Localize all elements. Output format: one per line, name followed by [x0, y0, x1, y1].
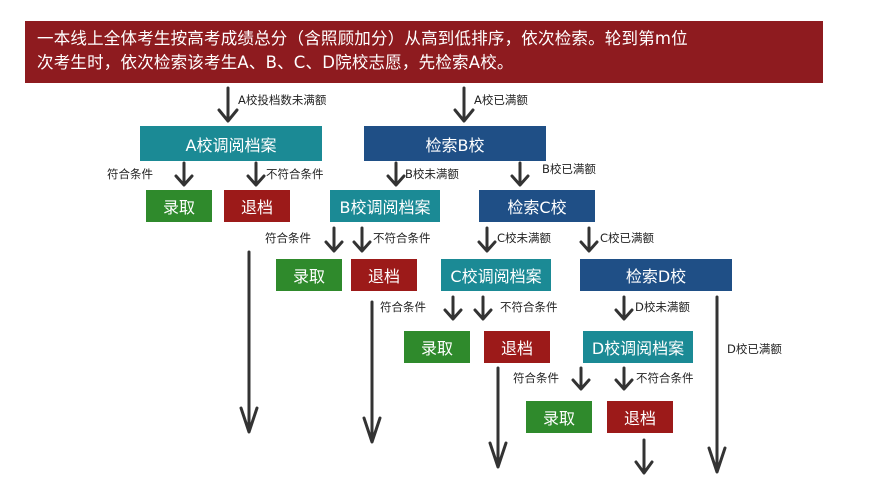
- arrow-b-reject: [352, 226, 372, 253]
- label-b-not-full: B校未满额: [405, 167, 459, 181]
- d-reject-box: 退档: [607, 401, 673, 433]
- arrow-d-review: [614, 295, 634, 321]
- c-reject-box: 退档: [484, 331, 550, 363]
- label-c-full: C校已满额: [600, 231, 655, 245]
- arrow-a-reject: [246, 161, 266, 187]
- search-d-box: 检索D校: [580, 259, 732, 291]
- a-admit-box: 录取: [146, 190, 212, 222]
- arrow-to-a-review: [217, 86, 239, 123]
- banner-line-1: 一本线上全体考生按高考成绩总分（含照顾加分）从高到低排序，依次检索。轮到第m位: [37, 29, 688, 48]
- arrow-c-review: [477, 226, 497, 253]
- b-review-box: B校调阅档案: [330, 190, 440, 222]
- label-d-not-qualify: 不符合条件: [636, 371, 694, 385]
- label-a-not-qualify: 不符合条件: [266, 167, 324, 181]
- arrow-short-end: [634, 438, 654, 475]
- arrow-search-c: [510, 161, 530, 187]
- arrow-a-admit: [174, 161, 194, 187]
- arrow-d-reject: [614, 366, 634, 391]
- label-b-qualify: 符合条件: [265, 231, 311, 245]
- c-review-box: C校调阅档案: [441, 259, 551, 291]
- d-admit-box: 录取: [526, 401, 592, 433]
- banner-line-2: 次考生时，依次检索该考生A、B、C、D院校志愿，先检索A校。: [37, 53, 514, 72]
- label-c-not-full: C校未满额: [497, 231, 552, 245]
- arrow-c-reject: [473, 295, 493, 321]
- b-admit-box: 录取: [276, 259, 342, 291]
- header-banner: 一本线上全体考生按高考成绩总分（含照顾加分）从高到低排序，依次检索。轮到第m位 …: [25, 21, 823, 83]
- label-a-not-full: A校投档数未满额: [238, 93, 327, 107]
- arrow-long-1: [239, 250, 259, 434]
- label-a-qualify: 符合条件: [107, 167, 153, 181]
- d-review-box: D校调阅档案: [583, 331, 693, 363]
- arrow-long-4: [707, 295, 727, 474]
- arrow-to-search-b: [453, 86, 475, 123]
- label-b-not-qualify: 不符合条件: [373, 231, 431, 245]
- arrow-b-review: [386, 161, 406, 187]
- a-reject-box: 退档: [224, 190, 290, 222]
- search-c-box: 检索C校: [479, 190, 595, 222]
- label-d-qualify: 符合条件: [513, 371, 559, 385]
- search-b-box: 检索B校: [364, 126, 546, 161]
- label-b-full: B校已满额: [542, 162, 596, 176]
- c-admit-box: 录取: [404, 331, 470, 363]
- b-reject-box: 退档: [351, 259, 417, 291]
- arrow-c-admit: [443, 295, 463, 321]
- label-d-not-full: D校未满额: [635, 300, 690, 314]
- a-review-box: A校调阅档案: [140, 126, 322, 161]
- arrow-d-admit: [571, 366, 591, 391]
- label-d-full: D校已满额: [727, 342, 782, 356]
- arrow-search-d: [579, 226, 599, 253]
- arrow-long-3: [488, 366, 508, 469]
- label-c-not-qualify: 不符合条件: [500, 300, 558, 314]
- arrow-b-admit: [324, 226, 344, 253]
- arrow-long-2: [362, 300, 382, 444]
- label-c-qualify: 符合条件: [380, 300, 426, 314]
- label-a-full: A校已满额: [474, 93, 528, 107]
